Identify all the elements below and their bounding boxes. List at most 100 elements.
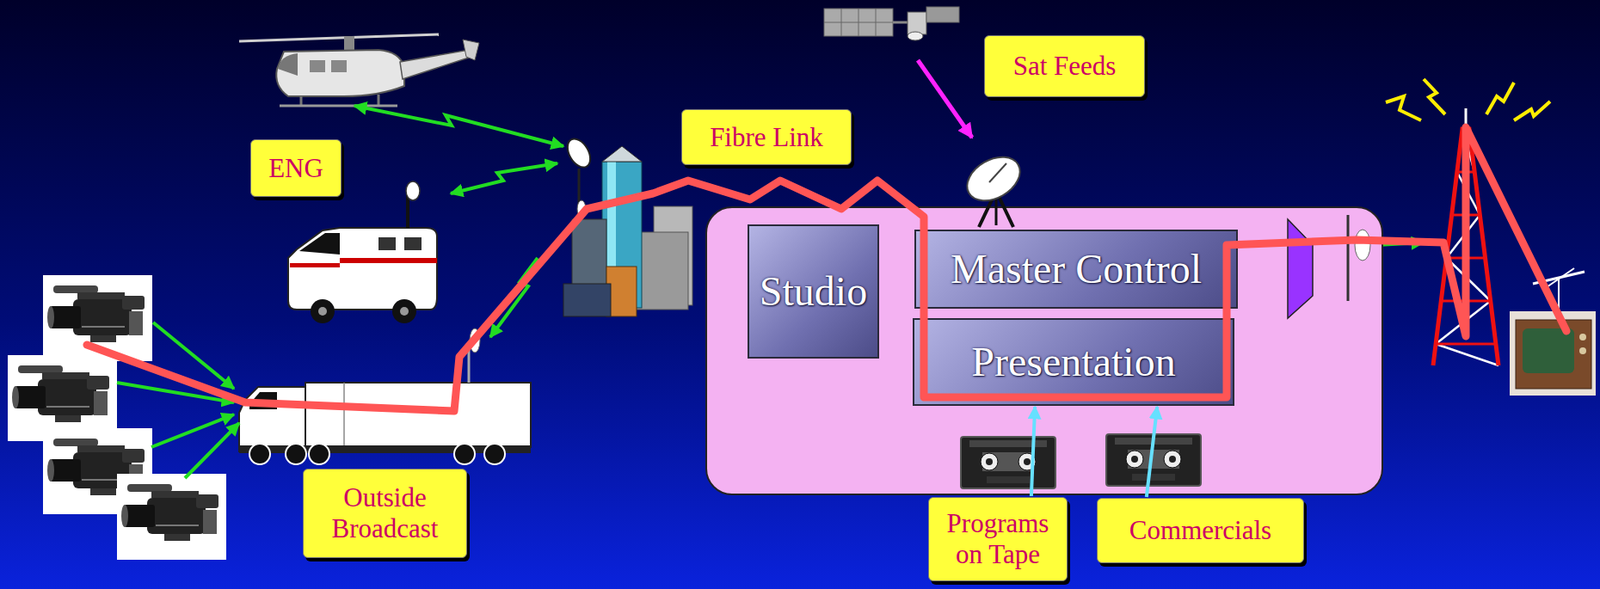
facility-region (706, 207, 1383, 495)
satellite-dish-icon (989, 163, 1007, 183)
microwave-link-icon (1354, 229, 1371, 261)
facility-box: Presentation (912, 318, 1235, 407)
eng-van-icon (400, 307, 409, 316)
eng-van-icon (404, 237, 422, 251)
helicopter-icon (344, 36, 355, 50)
satellite-icon (892, 21, 908, 25)
transmission-bolts (1385, 79, 1551, 121)
output-switcher-icon (1287, 219, 1313, 319)
helicopter-icon (377, 94, 381, 105)
transmitter-tower-icon (1435, 343, 1496, 346)
transmitter-tower-icon (1433, 108, 1499, 366)
ob-truck-icon (249, 392, 277, 410)
helicopter-icon (276, 49, 405, 97)
tape-cassette-icons (960, 434, 1201, 489)
node-label: Outside Broadcast (313, 482, 456, 544)
ob-truck-icon (249, 443, 271, 465)
helicopter-icon (309, 60, 326, 73)
feed-arrow (1031, 406, 1035, 497)
ob-truck-icon (454, 443, 475, 465)
television-icon (1579, 347, 1587, 355)
eng-van-icon (318, 307, 327, 316)
radio-link-arrows (354, 105, 564, 147)
node-label: Presentation (971, 338, 1176, 386)
helicopter-icon (331, 60, 347, 73)
node-label: ENG (268, 153, 324, 185)
eng-van-icon (288, 181, 437, 324)
transmitter-tower-icon (1446, 257, 1486, 260)
node-label: Studio (759, 267, 868, 315)
satellite-icon (917, 60, 973, 138)
television-icon (1579, 333, 1587, 341)
node-label: Commercials (1129, 515, 1272, 547)
caption-box: Programs on Tape (928, 497, 1068, 582)
city-buildings-icon (562, 135, 595, 172)
node-label: Fibre Link (709, 122, 824, 154)
transmitter-tower-icon (1464, 108, 1468, 130)
transmitter-tower-icon (1452, 214, 1481, 217)
caption-box: Commercials (1096, 498, 1305, 564)
eng-van-icon (299, 233, 340, 255)
transmitter-tower-icon (1440, 300, 1490, 303)
transmitter-tower-icon (1435, 129, 1499, 366)
ob-truck-icon (484, 443, 505, 465)
microwave-link-icon (1347, 215, 1371, 302)
radio-link-arrows (450, 163, 558, 194)
node-label: Programs on Tape (937, 508, 1059, 570)
node-label: Master Control (950, 245, 1202, 293)
radio-link-arrows (184, 423, 240, 479)
eng-van-icon (288, 227, 437, 310)
eng-van-icon (339, 258, 437, 264)
radio-link-arrows (116, 382, 234, 403)
transmission-bolts (1423, 79, 1446, 115)
tape-cassette-icons (960, 436, 1056, 489)
ob-truck-icon (308, 443, 330, 465)
transmission-bolts (1486, 82, 1514, 115)
satellite-icon (907, 31, 924, 41)
caption-box: Outside Broadcast (302, 468, 468, 559)
transmitter-tower-icon (1457, 171, 1475, 174)
helicopter-icon (400, 49, 472, 80)
satellite-icon (824, 22, 893, 24)
eng-van-icon (406, 181, 420, 201)
television-icon (1557, 276, 1560, 312)
signal-path (86, 127, 1567, 412)
ob-truck-icon (239, 328, 531, 465)
eng-van-icon (392, 299, 417, 324)
helicopter-icon (277, 53, 298, 76)
ob-truck-icon (239, 387, 306, 452)
city-buildings-icon (602, 146, 642, 162)
ob-truck-icon (467, 344, 471, 383)
facility-box: Master Control (914, 229, 1238, 309)
eng-van-icon (289, 263, 340, 268)
microwave-link-icon (1347, 215, 1350, 302)
satellite-icon (926, 6, 960, 23)
transmitter-tower-icon (1435, 344, 1499, 366)
helicopter-icon (462, 39, 480, 61)
camera-icons (116, 473, 227, 560)
ob-truck-icon (469, 328, 480, 353)
eng-van-icon (310, 299, 335, 324)
caption-box: ENG (250, 139, 342, 197)
transmission-bolts (1513, 101, 1551, 121)
ob-truck-icon (305, 382, 531, 448)
ob-truck-icon (343, 382, 345, 448)
camera-icons (43, 275, 153, 362)
television-icon (1515, 320, 1592, 389)
satellite-dish-icon (959, 147, 1028, 210)
radio-link-arrows (1376, 242, 1424, 246)
helicopter-icon (239, 34, 439, 42)
television-icon (1509, 268, 1596, 396)
camera-icons (7, 275, 227, 560)
transmitter-tower-icon (1435, 301, 1491, 345)
helicopter-icon (300, 96, 303, 105)
helicopter-icon (279, 104, 398, 108)
transmission-bolts (1385, 96, 1422, 121)
television-icon (1522, 328, 1575, 374)
node-label: Sat Feeds (1013, 50, 1117, 82)
satellite-dish-icon (959, 147, 1028, 228)
city-buildings-icon (577, 200, 586, 218)
ob-truck-icon (285, 443, 307, 465)
